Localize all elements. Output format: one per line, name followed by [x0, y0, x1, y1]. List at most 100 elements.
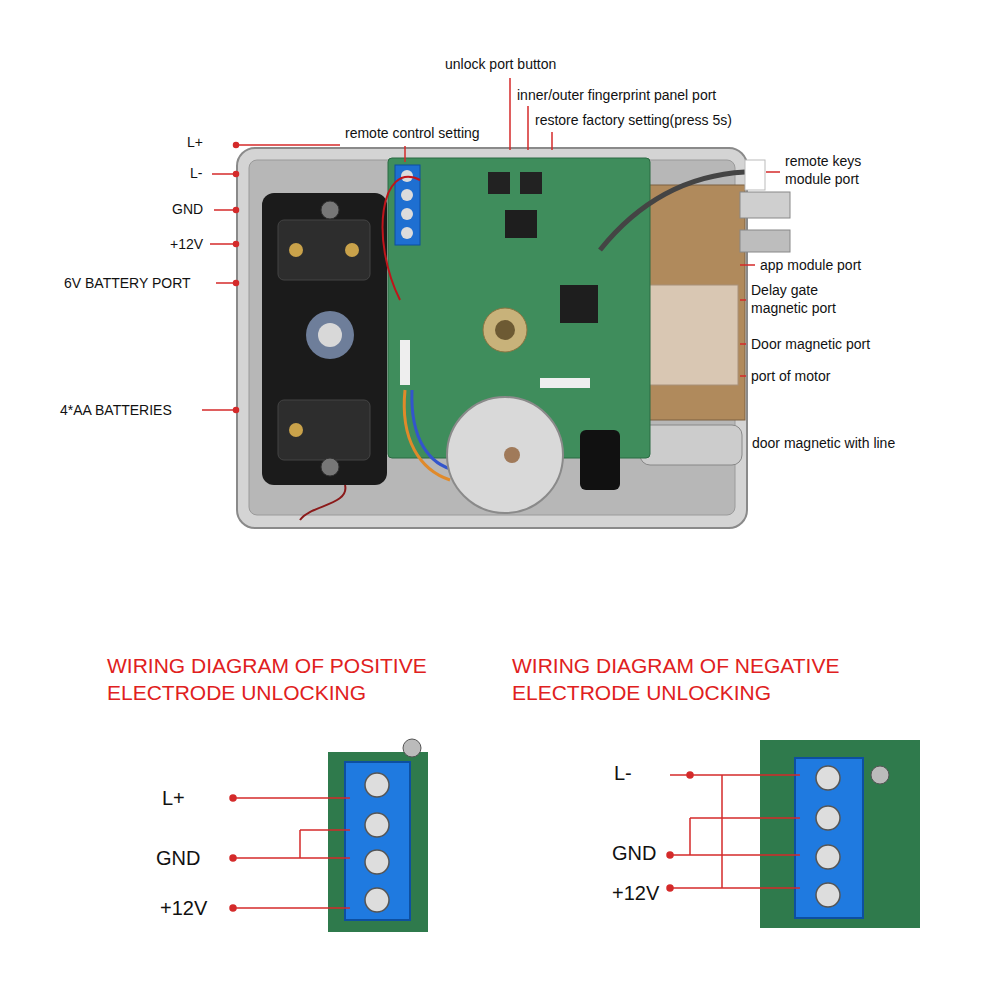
wire-line — [233, 797, 350, 799]
leader-line — [404, 146, 406, 162]
leader-line — [236, 144, 340, 146]
terminal-screw — [365, 888, 389, 912]
part-label: restore factory setting(press 5s) — [535, 111, 732, 129]
battery-slot — [278, 220, 370, 280]
part-label: door magnetic with line — [752, 434, 895, 452]
terminal-screw — [401, 189, 413, 201]
motor-shaft — [504, 447, 520, 463]
wire-line — [300, 829, 350, 831]
pcb — [760, 740, 920, 928]
connector — [400, 340, 410, 385]
part-label: remote control setting — [345, 124, 480, 142]
terminal-label: GND — [172, 200, 203, 218]
leader-dot — [234, 408, 239, 413]
terminal-label: L- — [614, 760, 632, 786]
capacitor — [488, 172, 510, 194]
leader-dot — [230, 795, 236, 801]
wire-line — [721, 775, 723, 888]
leader-line — [740, 264, 755, 266]
lock-bolt — [740, 230, 790, 252]
battery-contact — [289, 243, 303, 257]
chip — [505, 210, 537, 238]
battery-slot — [278, 400, 370, 460]
wire — [383, 177, 420, 300]
leader-line — [740, 375, 746, 377]
leader-dot — [230, 905, 236, 911]
terminal-screw — [365, 850, 389, 874]
leader-line — [527, 106, 529, 150]
part-label: 4*AA BATTERIES — [60, 401, 172, 419]
leader-line — [766, 171, 780, 173]
terminal-label: +12V — [612, 880, 659, 906]
lock-housing — [237, 148, 747, 528]
door-magnet — [640, 425, 742, 465]
part-label: remote keys module port — [785, 152, 895, 188]
wire-line — [722, 774, 800, 776]
wire-line — [670, 887, 800, 889]
terminal-screw — [365, 813, 389, 837]
leader-line — [202, 409, 236, 411]
battery-holder — [262, 193, 387, 485]
terminal-label: GND — [156, 845, 200, 871]
battery-contact — [345, 243, 359, 257]
battery-box — [262, 193, 387, 520]
screw — [403, 739, 421, 757]
wire — [300, 485, 345, 520]
wire-line — [689, 818, 691, 855]
leader-dot — [230, 855, 236, 861]
pcb — [328, 752, 428, 932]
terminal-closeup-positive — [328, 739, 428, 932]
motor — [447, 397, 620, 513]
leader-line — [214, 209, 236, 211]
terminal-closeup-negative — [760, 740, 920, 928]
motor-cover — [580, 430, 620, 490]
leader-line — [509, 78, 511, 150]
leader-dot — [234, 143, 239, 148]
terminal-screw — [401, 208, 413, 220]
connector — [540, 378, 590, 388]
terminal-label: L- — [190, 164, 202, 182]
leader-dot — [234, 242, 239, 247]
terminal-label: +12V — [170, 235, 203, 253]
spindle — [495, 320, 515, 340]
battery-clip — [306, 311, 354, 359]
leader-line — [551, 132, 553, 150]
part-label: unlock port button — [445, 55, 556, 73]
leader-line — [212, 173, 236, 175]
part-label: Delay gate magnetic port — [751, 281, 871, 317]
terminal-label: L+ — [162, 785, 185, 811]
terminal-block — [345, 762, 410, 920]
wire-line — [670, 854, 800, 856]
screw — [321, 201, 339, 219]
part-label: port of motor — [751, 367, 830, 385]
wire-line — [670, 774, 722, 776]
leader-dot — [234, 208, 239, 213]
lock-bolt — [740, 192, 790, 218]
part-label: app module port — [760, 256, 861, 274]
terminal-screw — [816, 845, 840, 869]
leader-line — [740, 343, 746, 345]
terminal-screw — [816, 806, 840, 830]
wire-line — [233, 907, 350, 909]
leader-line — [210, 243, 236, 245]
terminal-screw — [365, 773, 389, 797]
leader-dot — [234, 172, 239, 177]
capacitor — [520, 172, 542, 194]
part-label: Door magnetic port — [751, 335, 870, 353]
terminal-label: +12V — [160, 895, 207, 921]
wire-bundle — [600, 172, 745, 250]
screw — [871, 766, 889, 784]
wire-line — [690, 817, 800, 819]
housing-shell — [237, 148, 747, 528]
terminal-block — [795, 758, 863, 918]
terminal-screw — [401, 227, 413, 239]
battery-clip — [318, 323, 342, 347]
latch-block — [640, 285, 738, 385]
wiring-lines — [230, 772, 800, 911]
section-heading: WIRING DIAGRAM OF POSITIVE ELECTRODE UNL… — [107, 652, 477, 707]
section-heading: WIRING DIAGRAM OF NEGATIVE ELECTRODE UNL… — [512, 652, 892, 707]
connector — [745, 160, 765, 190]
spindle — [483, 308, 527, 352]
part-label: inner/outer fingerprint panel port — [517, 86, 716, 104]
